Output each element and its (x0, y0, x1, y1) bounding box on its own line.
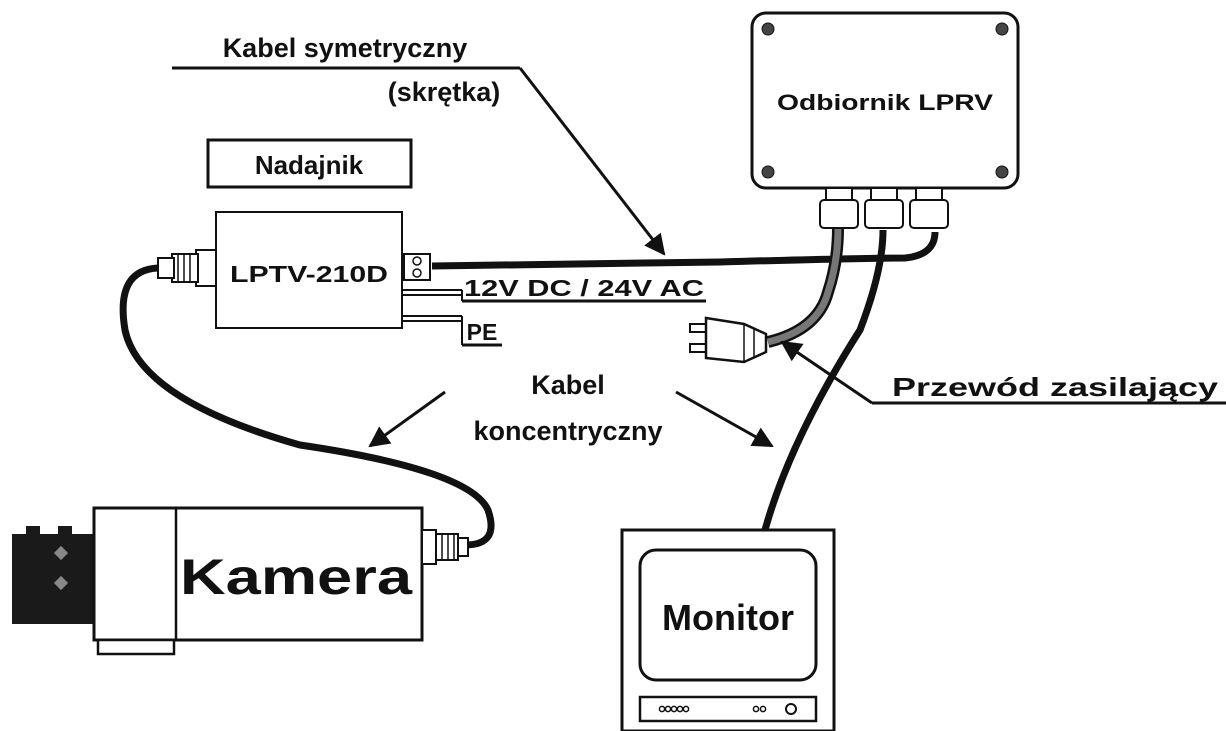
bnc-connector-icon (421, 529, 469, 565)
symmetric-cable-sublabel: (skrętka) (388, 77, 501, 107)
transmitter-label-box (206, 138, 413, 189)
coax-arrow-left (368, 390, 446, 448)
transmitter-box-icon (157, 211, 431, 329)
coax-arrow-right (675, 390, 774, 448)
camera-icon (12, 506, 469, 656)
monitor-icon (620, 528, 836, 731)
coax-sublabel: koncentryczny (473, 416, 662, 446)
coax-label: Kabel (531, 370, 605, 400)
power-cord-arrow (780, 340, 873, 405)
power-cord-label: Przewód zasilający (892, 372, 1219, 402)
symmetric-cable-arrow (518, 67, 666, 256)
symmetric-cable (431, 231, 939, 270)
receiver-label: Odbiornik LPRV (777, 90, 993, 115)
coax-cable-camera (119, 264, 495, 549)
power-plug-icon (689, 316, 768, 364)
power-cable-fill (767, 227, 842, 346)
receiver-box-icon (750, 11, 1020, 229)
bnc-connector-icon (157, 249, 217, 287)
symmetric-cable-label: Kabel symetryczny (223, 33, 468, 63)
monitor-label: Monitor (662, 597, 794, 638)
receiver-glands (819, 187, 949, 229)
transmitter-label: Nadajnik (255, 150, 364, 180)
power-spec-label: 12V DC / 24V AC (464, 275, 704, 301)
power-input-wires (402, 289, 706, 347)
pe-label: PE (467, 319, 498, 345)
monitor-controls (658, 703, 797, 715)
coax-cable-monitor (761, 229, 887, 531)
transmitter-model: LPTV-210D (230, 261, 388, 287)
camera-label: Kamera (180, 549, 414, 605)
